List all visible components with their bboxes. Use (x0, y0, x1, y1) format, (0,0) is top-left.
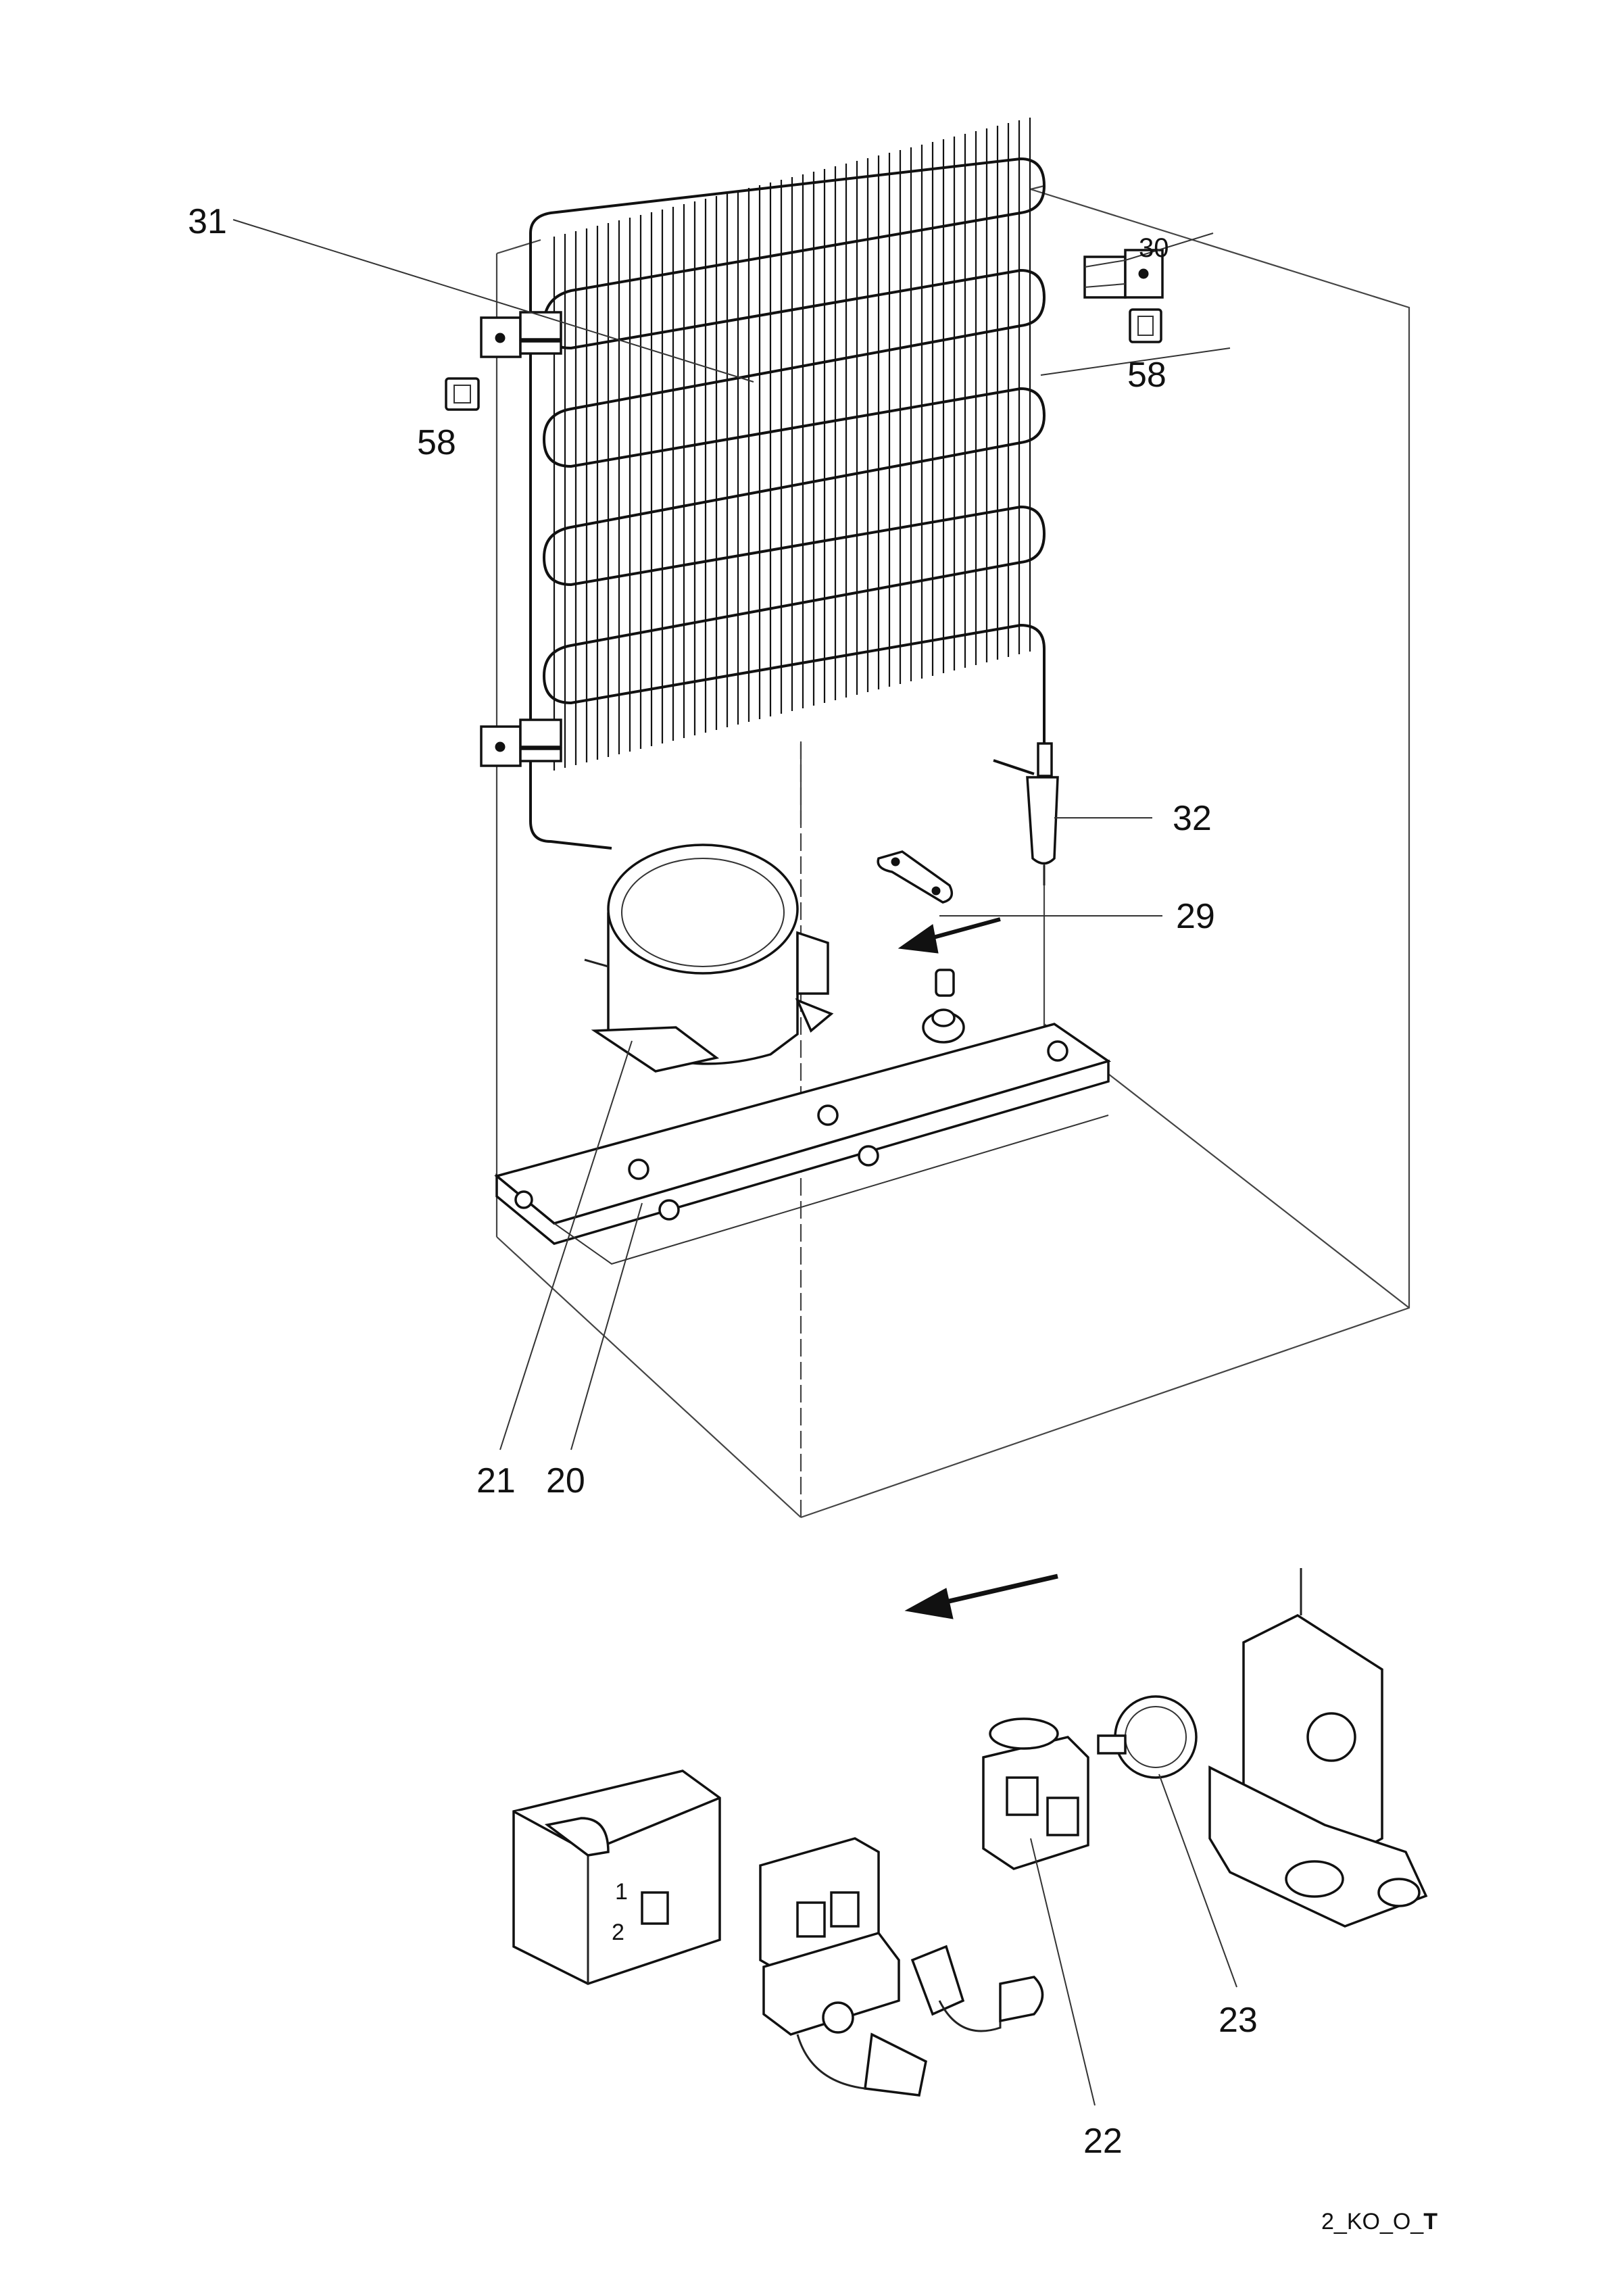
mounting-plate-part-29 (877, 850, 954, 904)
callout-23: 23 (1219, 2001, 1258, 2040)
direction-arrow-upper (898, 917, 1001, 954)
condenser-bracket-lower-left (480, 718, 562, 767)
callout-22: 22 (1083, 2122, 1123, 2161)
callout-20: 20 (546, 1461, 585, 1500)
callout-31: 31 (188, 202, 227, 241)
svg-text:2: 2 (612, 1920, 624, 1945)
callout-30: 30 (1139, 233, 1169, 263)
relay-part-22 (982, 1717, 1089, 1870)
clip-part-58-left (445, 377, 480, 411)
svg-text:1: 1 (615, 1879, 628, 1905)
callout-58-right: 58 (1127, 356, 1166, 395)
klixon-part-23 (1097, 1695, 1198, 1779)
callout-32: 32 (1173, 799, 1212, 838)
compressor (584, 844, 834, 1073)
cabinet-outline (495, 185, 1410, 1519)
drawing-code: 2_KO_O_T (1321, 2209, 1437, 2234)
callout-29: 29 (1176, 897, 1215, 936)
leader-lines (232, 219, 1237, 2106)
condenser-coil (529, 118, 1046, 850)
bracket-part-30 (1083, 249, 1164, 299)
relay-assembly (759, 1837, 1044, 2097)
base-rail (494, 1023, 1112, 1265)
compressor-bracket (1208, 1568, 1428, 1928)
filter-dryer (993, 742, 1059, 885)
clip-part-58-right (1129, 308, 1162, 343)
condenser-bracket-upper-left (480, 311, 562, 358)
callout-labels: 31 30 58 58 32 29 21 20 22 23 (188, 202, 1258, 2161)
thermostat-housing: 1 2 (512, 1769, 721, 1985)
condenser-fins (553, 118, 1031, 771)
grommet (922, 969, 965, 1044)
callout-58-left: 58 (417, 423, 456, 462)
direction-arrow-lower (904, 1573, 1058, 1619)
drawing-code-suffix: T (1423, 2209, 1437, 2234)
callout-21: 21 (476, 1461, 516, 1500)
svg-text:2_KO_O_T: 2_KO_O_T (1321, 2209, 1437, 2234)
drawing-code-prefix: 2_KO_O_ (1321, 2209, 1424, 2234)
